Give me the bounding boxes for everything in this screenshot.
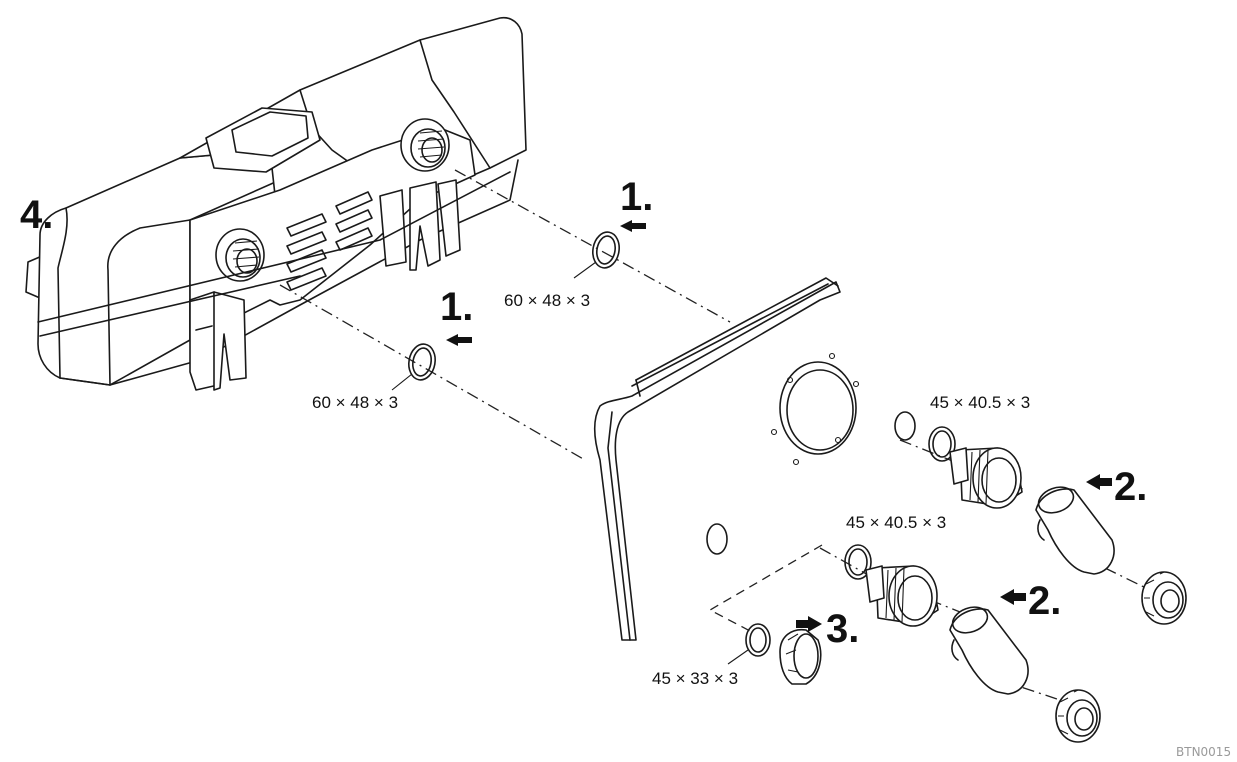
hose-connector-lower [865, 565, 939, 627]
panel-port-hole-small [706, 523, 728, 555]
mounting-panel [593, 277, 860, 641]
filter-housing [25, 16, 527, 391]
oring-upper-dimension: 60 × 48 × 3 [504, 291, 590, 310]
step-1-upper-label: 1. [620, 175, 653, 219]
oring-lower-dimension: 60 × 48 × 3 [312, 393, 398, 412]
arrow-left-icon [1000, 589, 1026, 605]
arrow-left-icon [446, 334, 472, 346]
oring-right-upper [894, 411, 956, 462]
union-nut-lower [1055, 689, 1101, 743]
oring-small [727, 623, 771, 665]
step-4-label: 4. [20, 193, 53, 237]
oring-small-dimension: 45 × 33 × 3 [652, 669, 738, 688]
oring-right-upper-dimension: 45 × 40.5 × 3 [930, 393, 1030, 412]
arrow-icons [446, 220, 1112, 632]
hose-sleeve-lower [949, 606, 1029, 695]
oring-lower [391, 343, 436, 391]
step-1-lower-label: 1. [440, 285, 473, 329]
lower-mounting-clip [189, 291, 247, 391]
arrow-right-icon [796, 616, 822, 632]
blind-cap [779, 628, 822, 685]
step-2-lower-label: 2. [1028, 579, 1061, 623]
oring-right-lower-dimension: 45 × 40.5 × 3 [846, 513, 946, 532]
arrow-left-icon [1086, 474, 1112, 490]
arrow-left-icon [620, 220, 646, 232]
panel-port-hole-large [770, 352, 860, 466]
step-3-label: 3. [826, 607, 859, 651]
upper-outlet-port [400, 118, 450, 172]
oring-right-lower [844, 544, 872, 580]
oring-upper [573, 231, 620, 279]
hose-sleeve-upper [1035, 486, 1115, 575]
hose-connector-upper [949, 447, 1023, 509]
union-nut-upper [1141, 571, 1187, 625]
image-code: BTN0015 [1176, 745, 1231, 759]
step-2-upper-label: 2. [1114, 465, 1147, 509]
upper-mounting-clip [379, 179, 461, 271]
lower-outlet-port [215, 228, 265, 282]
